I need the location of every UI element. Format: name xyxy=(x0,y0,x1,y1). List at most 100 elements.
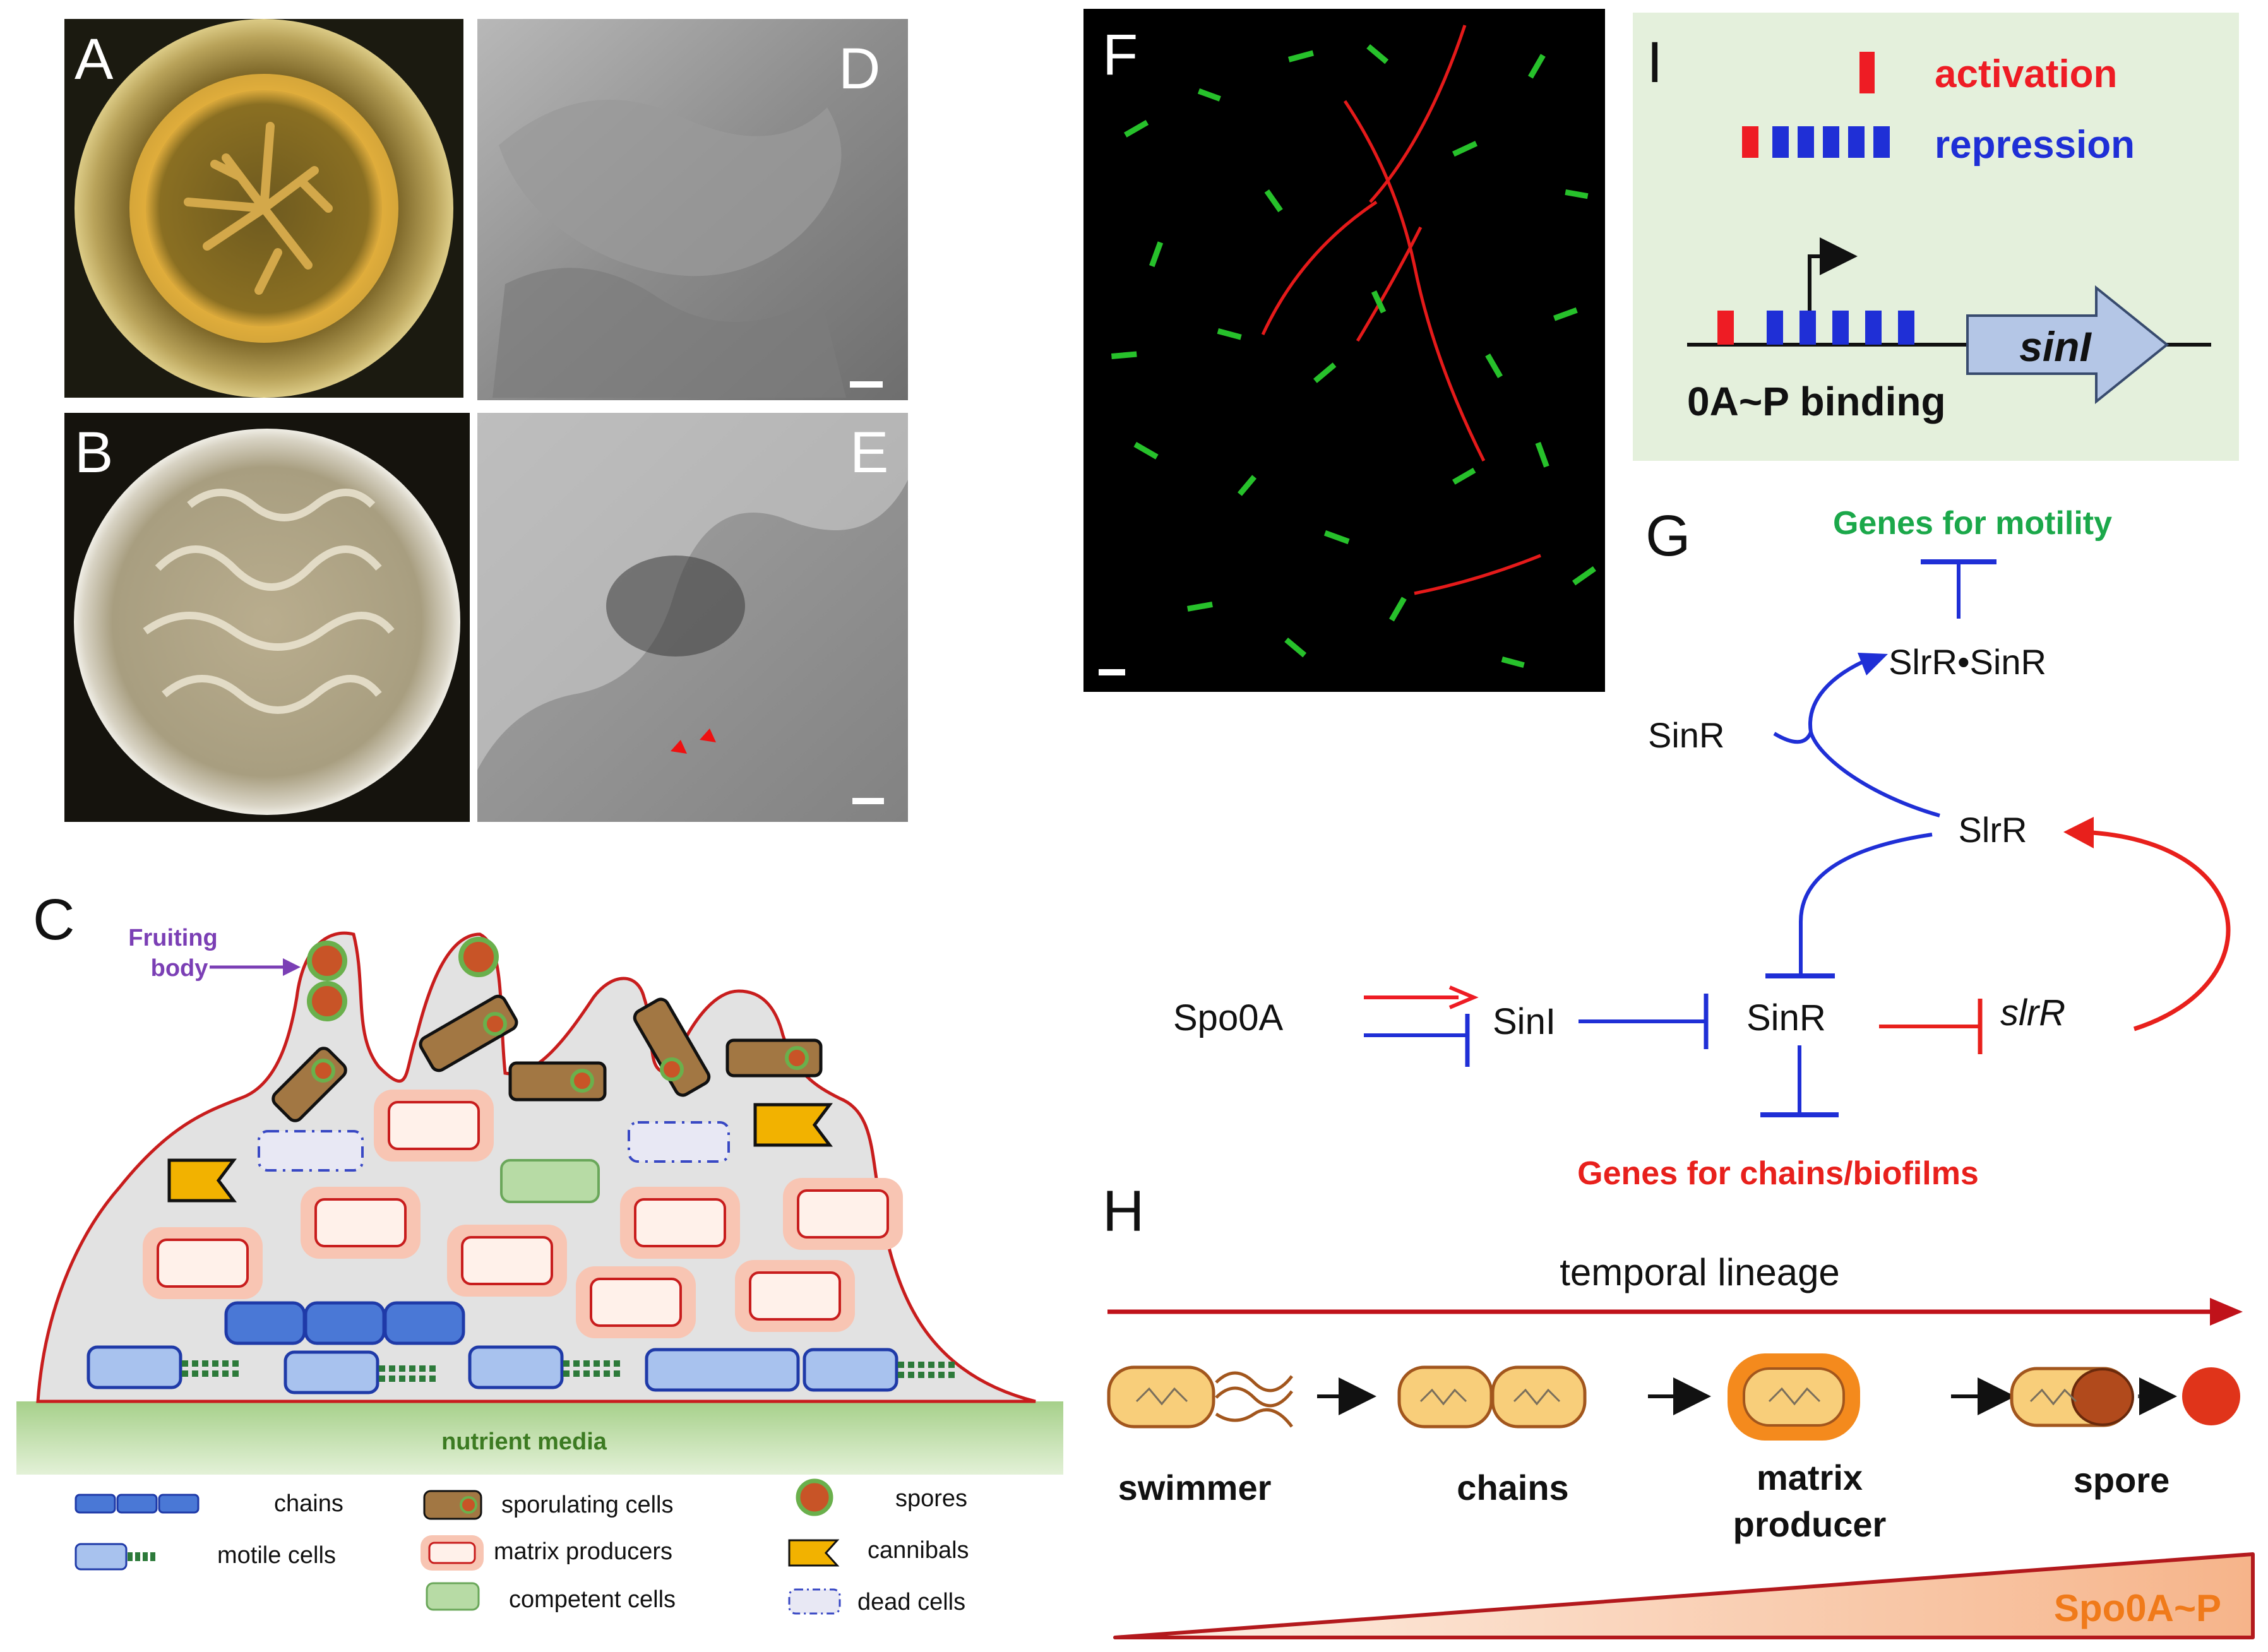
legend-competent-label: competent cells xyxy=(509,1586,676,1613)
swimmer-label: swimmer xyxy=(1118,1468,1272,1507)
panel-label-c: C xyxy=(33,888,75,952)
legend-spores: spores xyxy=(796,1478,967,1516)
petri-dish-image xyxy=(74,429,460,815)
swimmer-cell xyxy=(1107,1365,1293,1429)
panel-i-background xyxy=(1633,13,2239,461)
red-chain xyxy=(1261,200,1378,336)
sinR-represses-slrR-curve xyxy=(1799,833,1933,976)
panel-d: D xyxy=(477,19,908,400)
slrR-feedback-arrow xyxy=(2080,829,2231,1031)
sinI-gene-label: sinI xyxy=(2019,323,2092,370)
temporal-arrowhead xyxy=(2210,1298,2243,1326)
legend-matrix-label: matrix producers xyxy=(494,1538,672,1565)
legend-spores-label: spores xyxy=(895,1485,967,1512)
legend-cannibals: cannibals xyxy=(788,1537,969,1567)
red-chain xyxy=(1343,100,1486,462)
sem-ridge xyxy=(499,100,842,276)
panel-label-a: A xyxy=(75,27,114,92)
red-chain xyxy=(1414,554,1541,595)
legend-sporulating: sporulating cells xyxy=(423,1490,673,1520)
legend-sporulating-label: sporulating cells xyxy=(501,1492,673,1518)
legend-dead-label: dead cells xyxy=(857,1589,965,1615)
legend-dead: dead cells xyxy=(788,1588,965,1615)
sinI-gene-arrow xyxy=(1966,285,2170,405)
fruiting-body-label-line1: Fruiting xyxy=(128,925,217,951)
nutrient-media-label: nutrient media xyxy=(441,1429,607,1455)
sinR-label: SinR xyxy=(1746,997,1826,1038)
cannibal-cells xyxy=(167,1103,833,1203)
matrix-producers xyxy=(143,1090,903,1338)
panel-i: I activation repression sinI 0A~P bindin… xyxy=(1633,13,2239,461)
legend-cannibals-label: cannibals xyxy=(868,1537,969,1564)
red-arrowheads xyxy=(671,728,716,754)
chains-label: chains xyxy=(1457,1468,1568,1507)
chain-cells xyxy=(224,1301,465,1345)
spore-label: spore xyxy=(2074,1460,2170,1500)
texture-region xyxy=(477,413,908,770)
green-cells xyxy=(1111,44,1596,669)
transcription-start-arrow xyxy=(1808,237,1858,311)
cell-cluster xyxy=(606,556,745,657)
fruiting-body-pointer-head xyxy=(283,958,301,976)
legend-competent: competent cells xyxy=(426,1582,676,1613)
red-chain xyxy=(1369,25,1467,203)
complex-arrowhead xyxy=(1858,653,1888,675)
legend-matrix: matrix producers xyxy=(421,1535,672,1571)
chain-genes-label: Genes for chains/biofilms xyxy=(1577,1155,1979,1192)
spo0A-gradient-label: Spo0A~P xyxy=(2054,1587,2221,1629)
spo0A-label: Spo0A xyxy=(1173,997,1283,1038)
sporulating-mother-cell xyxy=(2010,1367,2134,1427)
scale-bar-f xyxy=(1099,669,1125,675)
panel-b: B xyxy=(64,413,470,822)
legend-motile-label: motile cells xyxy=(217,1542,336,1569)
sinR-free-label: SinR xyxy=(1648,715,1724,755)
matrix-producer-label-line1: matrix xyxy=(1757,1458,1863,1497)
activation-label: activation xyxy=(1935,52,2117,96)
temporal-lineage-label: temporal lineage xyxy=(1560,1251,1840,1293)
activation-box-legend xyxy=(1859,52,1875,93)
scale-bar-e xyxy=(852,798,884,804)
slrR-protein-label: SlrR xyxy=(1959,810,2027,850)
spo0A-activation-head xyxy=(1448,985,1479,1009)
matrix-producer-cell xyxy=(1728,1353,1860,1441)
complex-label: SlrR•SinR xyxy=(1889,642,2046,682)
panel-f: F xyxy=(1083,9,1605,692)
forespores xyxy=(311,1012,809,1093)
competent-cell xyxy=(500,1159,600,1203)
panel-g: G Genes for motility SlrR•SinR SinR SlrR… xyxy=(1173,504,2231,1192)
free-spore xyxy=(2182,1367,2240,1425)
binding-curve xyxy=(1809,732,1940,817)
slrR-feedback-head xyxy=(2063,817,2094,848)
slrR-gene-label: slrR xyxy=(2000,992,2065,1033)
motile-cells xyxy=(87,1345,955,1394)
fruiting-body-label-line2: body xyxy=(151,955,208,982)
panel-e: E xyxy=(477,413,908,822)
panel-h: H temporal lineage swimmer ch xyxy=(1102,1179,2255,1639)
chains-cells xyxy=(1397,1365,1587,1429)
repression-boxes-legend xyxy=(1742,126,1890,158)
panel-label-d: D xyxy=(839,37,880,101)
repression-label: repression xyxy=(1935,123,2135,167)
motility-genes-label: Genes for motility xyxy=(1833,505,2112,542)
matrix-producer-label-line2: producer xyxy=(1733,1504,1887,1544)
sinI-label: SinI xyxy=(1493,1001,1556,1042)
panel-a: A xyxy=(64,19,463,398)
panel-label-i: I xyxy=(1647,30,1663,95)
panel-label-b: B xyxy=(75,420,113,485)
legend-chains-label: chains xyxy=(274,1490,343,1517)
panel-label-h: H xyxy=(1102,1179,1144,1244)
colony-wrinkles xyxy=(184,122,333,295)
panel-label-g: G xyxy=(1645,504,1691,568)
dead-cells xyxy=(258,1121,730,1172)
panel-label-f: F xyxy=(1102,23,1138,87)
red-chain xyxy=(1356,226,1423,342)
spores xyxy=(307,937,499,1021)
colony-ring xyxy=(129,74,398,343)
legend-motile: motile cells xyxy=(75,1542,336,1571)
legend-chains: chains xyxy=(75,1490,343,1517)
binding-label: 0A~P binding xyxy=(1687,379,1946,424)
sem-ridge-lower xyxy=(492,268,846,398)
complex-formation-arrow xyxy=(1773,657,1870,744)
panel-f-fluorescence-image xyxy=(1083,9,1605,692)
scale-bar-d xyxy=(850,381,883,388)
